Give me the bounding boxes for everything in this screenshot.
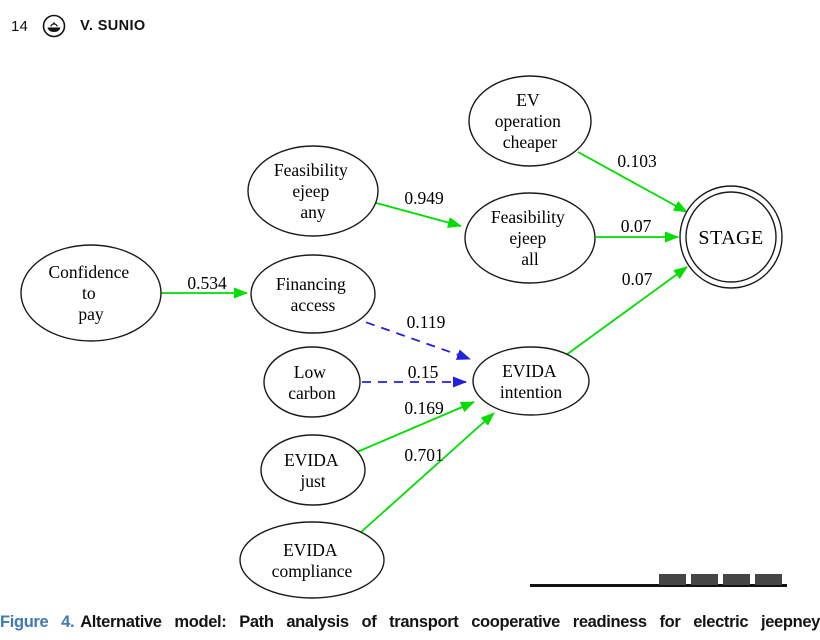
svg-text:Feasibility ejeep: Feasibility ejeep any <box>274 160 352 222</box>
path-edges <box>161 151 688 534</box>
running-author: V. SUNIO <box>80 18 146 34</box>
page-header: 14 V. SUNIO <box>11 14 146 38</box>
node-ev-operation-cheaper: EV operation cheaper <box>468 75 592 167</box>
node-label-line: access <box>291 295 336 315</box>
node-feasibility-ejeep-any: Feasibility ejeep any <box>247 145 379 237</box>
coef-label: 0.534 <box>187 273 227 293</box>
taylor-francis-lamp-icon <box>42 14 66 38</box>
coef-label: 0.07 <box>621 216 652 236</box>
node-label-line: any <box>300 202 326 222</box>
edge-compliance-intention <box>359 412 495 534</box>
node-label-line: to <box>82 283 96 303</box>
figure-caption-text: Alternative model: Path analysis of tran… <box>80 613 820 631</box>
node-label-line: ejeep <box>509 228 546 248</box>
node-label-line: cheaper <box>503 132 558 152</box>
node-low-carbon: Low carbon <box>263 346 361 418</box>
node-label-line: pay <box>78 304 104 324</box>
path-analysis-svg: 0.103 0.949 0.07 0.534 0.119 0.15 0.169 … <box>20 75 787 599</box>
node-label-line: just <box>299 471 325 491</box>
svg-text:EV operation cheap: EV operation cheaper <box>495 90 565 152</box>
coef-label: 0.169 <box>404 398 444 418</box>
svg-text:EVIDA intention: EVIDA intention <box>500 361 562 402</box>
node-label-line: carbon <box>288 383 336 403</box>
coef-label: 0.15 <box>408 362 439 382</box>
edge-intention-stage <box>565 266 688 356</box>
edge-evcheaper-stage <box>577 151 688 213</box>
node-label-line: compliance <box>272 561 353 581</box>
svg-text:EVIDA compliance: EVIDA compliance <box>272 540 353 581</box>
node-stage: STAGE <box>679 185 783 289</box>
figure-caption: Figure 4. Alternative model: Path analysi… <box>0 613 820 632</box>
node-feasibility-ejeep-all: Feasibility ejeep all <box>464 192 596 284</box>
svg-text:STAGE: STAGE <box>698 227 763 249</box>
node-label-line: ejeep <box>292 181 329 201</box>
svg-text:Feasibility ejeep: Feasibility ejeep all <box>491 207 569 269</box>
redacted-scale-bar <box>530 574 787 587</box>
node-label-line: Low <box>294 362 326 382</box>
node-evida-compliance: EVIDA compliance <box>239 521 385 599</box>
figure-4-path-diagram: 0.103 0.949 0.07 0.534 0.119 0.15 0.169 … <box>20 75 787 599</box>
svg-text:Confidence to pay: Confidence to pay <box>48 262 133 324</box>
node-label-line: EVIDA <box>283 540 338 560</box>
svg-text:Low carbon: Low carbon <box>288 362 336 403</box>
node-label-line: EV <box>516 90 540 110</box>
svg-text:Financing access: Financing access <box>276 274 350 315</box>
coef-label: 0.701 <box>404 445 443 465</box>
svg-text:EVIDA just: EVIDA just <box>284 450 342 491</box>
edge-financing-intention <box>350 316 471 360</box>
coef-label: 0.119 <box>407 312 446 332</box>
node-evida-intention: EVIDA intention <box>472 346 590 416</box>
coef-label: 0.949 <box>404 188 444 208</box>
figure-caption-label: Figure 4. <box>0 613 75 631</box>
page-number: 14 <box>11 17 29 35</box>
node-label-line: all <box>521 249 539 269</box>
node-label-line: Confidence <box>48 262 129 282</box>
node-financing-access: Financing access <box>250 254 376 334</box>
node-label-line: intention <box>500 382 562 402</box>
node-label-line: Feasibility <box>274 160 348 180</box>
node-label-line: EVIDA <box>284 450 339 470</box>
path-coefficients: 0.103 0.949 0.07 0.534 0.119 0.15 0.169 … <box>187 151 657 465</box>
edge-just-intention <box>356 401 475 453</box>
coef-label: 0.103 <box>617 151 657 171</box>
node-evida-just: EVIDA just <box>260 434 366 506</box>
node-label-line: Feasibility <box>491 207 565 227</box>
node-confidence-to-pay: Confidence to pay <box>20 244 162 342</box>
edge-feasany-feasall <box>375 202 462 228</box>
node-label-line: Financing <box>276 274 346 294</box>
node-label-line: EVIDA <box>502 361 557 381</box>
coef-label: 0.07 <box>622 269 653 289</box>
node-label-line: STAGE <box>698 227 763 249</box>
node-label-line: operation <box>495 111 561 131</box>
